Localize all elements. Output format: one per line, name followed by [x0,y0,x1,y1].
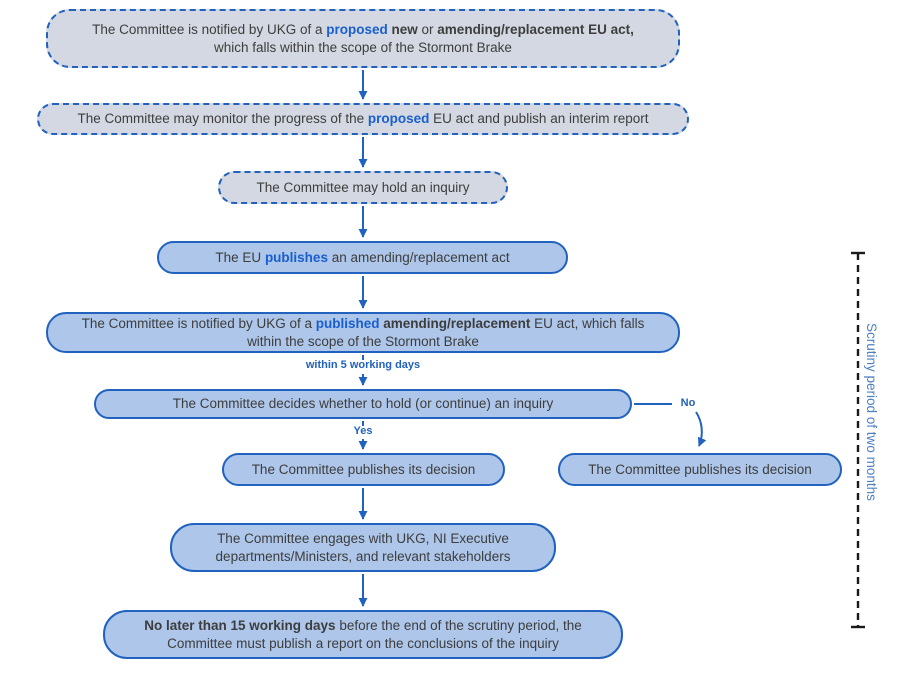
scrutiny-period-label: Scrutiny period of two months [864,323,879,501]
flow-node-eu-publishes-act: The EU publishes an amending/replacement… [157,241,568,274]
flow-node-publishes-decision-yes: The Committee publishes its decision [222,453,505,486]
edge-label-yes: Yes [353,425,373,437]
flow-node-decides-inquiry: The Committee decides whether to hold (o… [94,389,632,419]
flow-node-publishes-decision-no: The Committee publishes its decision [558,453,842,486]
edge-label-no: No [680,397,696,409]
flow-node-notified-proposed-act: The Committee is notified by UKG of a pr… [46,9,680,68]
no-branch-curve [695,411,707,447]
flow-node-may-hold-inquiry: The Committee may hold an inquiry [218,171,508,204]
edge-label-within-5-working-days: within 5 working days [305,359,421,371]
flow-node-publish-report: No later than 15 working days before the… [103,610,623,659]
flow-node-notified-published-act: The Committee is notified by UKG of a pu… [46,312,680,353]
flow-node-engages-stakeholders: The Committee engages with UKG, NI Execu… [170,523,556,572]
flow-node-monitor-progress: The Committee may monitor the progress o… [37,103,689,135]
